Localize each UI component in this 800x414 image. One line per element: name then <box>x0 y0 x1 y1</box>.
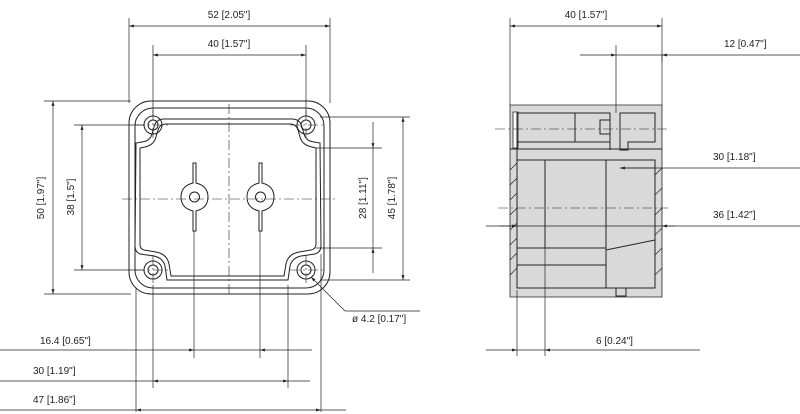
dim-height-holes: 38 [1.5"] <box>66 178 77 215</box>
enclosure-inner-rim <box>134 107 325 289</box>
dim-width-overall: 52 [2.05"] <box>208 10 251 21</box>
front-view: 52 [2.05"] 40 [1.57"] 50 [1.97"] 38 [1.5… <box>0 10 420 412</box>
dim-height-inner: 28 [1.11"] <box>358 177 369 219</box>
dim-offset-2: 30 [1.19"] <box>33 366 76 377</box>
dim-depth-overall: 40 [1.57"] <box>565 10 608 21</box>
shell-section <box>509 104 663 298</box>
boss-left <box>180 162 209 232</box>
dim-lid-depth: 12 [0.47"] <box>724 39 767 50</box>
dim-wall: 6 [0.24"] <box>596 336 633 347</box>
dim-height-lid: 45 [1.78"] <box>387 177 398 220</box>
side-view: 40 [1.57"] 12 [0.47"] 30 [1.18"] 36 [1.4… <box>486 10 800 356</box>
dim-offset-1: 16.4 [0.65"] <box>40 336 91 347</box>
enclosure-outline <box>128 100 331 295</box>
dim-outer-height: 36 [1.42"] <box>713 210 756 221</box>
cavity-outline <box>134 118 322 281</box>
dim-height-overall: 50 [1.97"] <box>36 177 47 220</box>
dim-hole-diameter: ø 4.2 [0.17"] <box>352 314 406 325</box>
dim-width-holes: 40 [1.57"] <box>208 39 251 50</box>
dim-offset-3: 47 [1.86"] <box>33 395 76 406</box>
boss-right <box>246 162 275 232</box>
dim-inner-height: 30 [1.18"] <box>713 152 756 163</box>
